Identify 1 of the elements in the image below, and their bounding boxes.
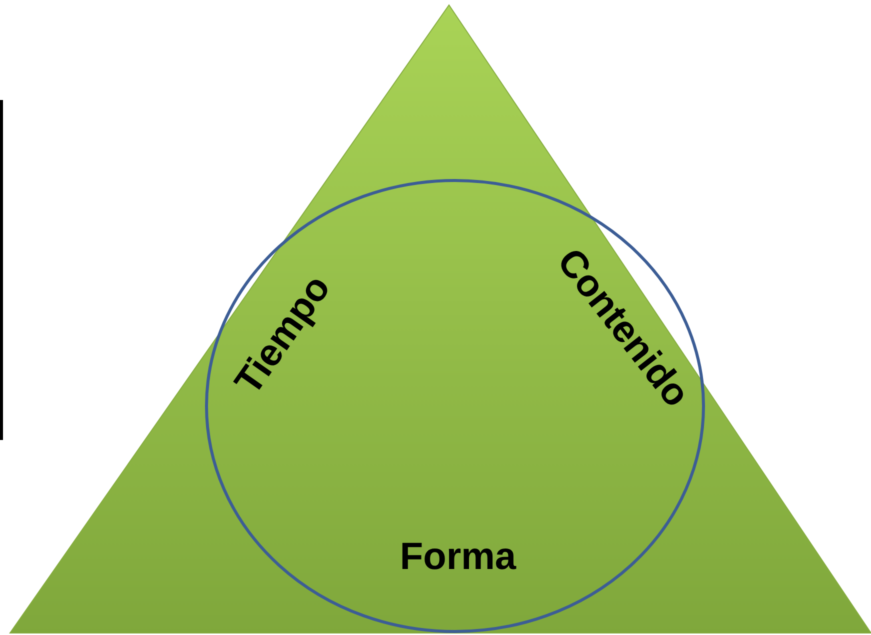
- ellipse-label: Forma: [400, 538, 516, 576]
